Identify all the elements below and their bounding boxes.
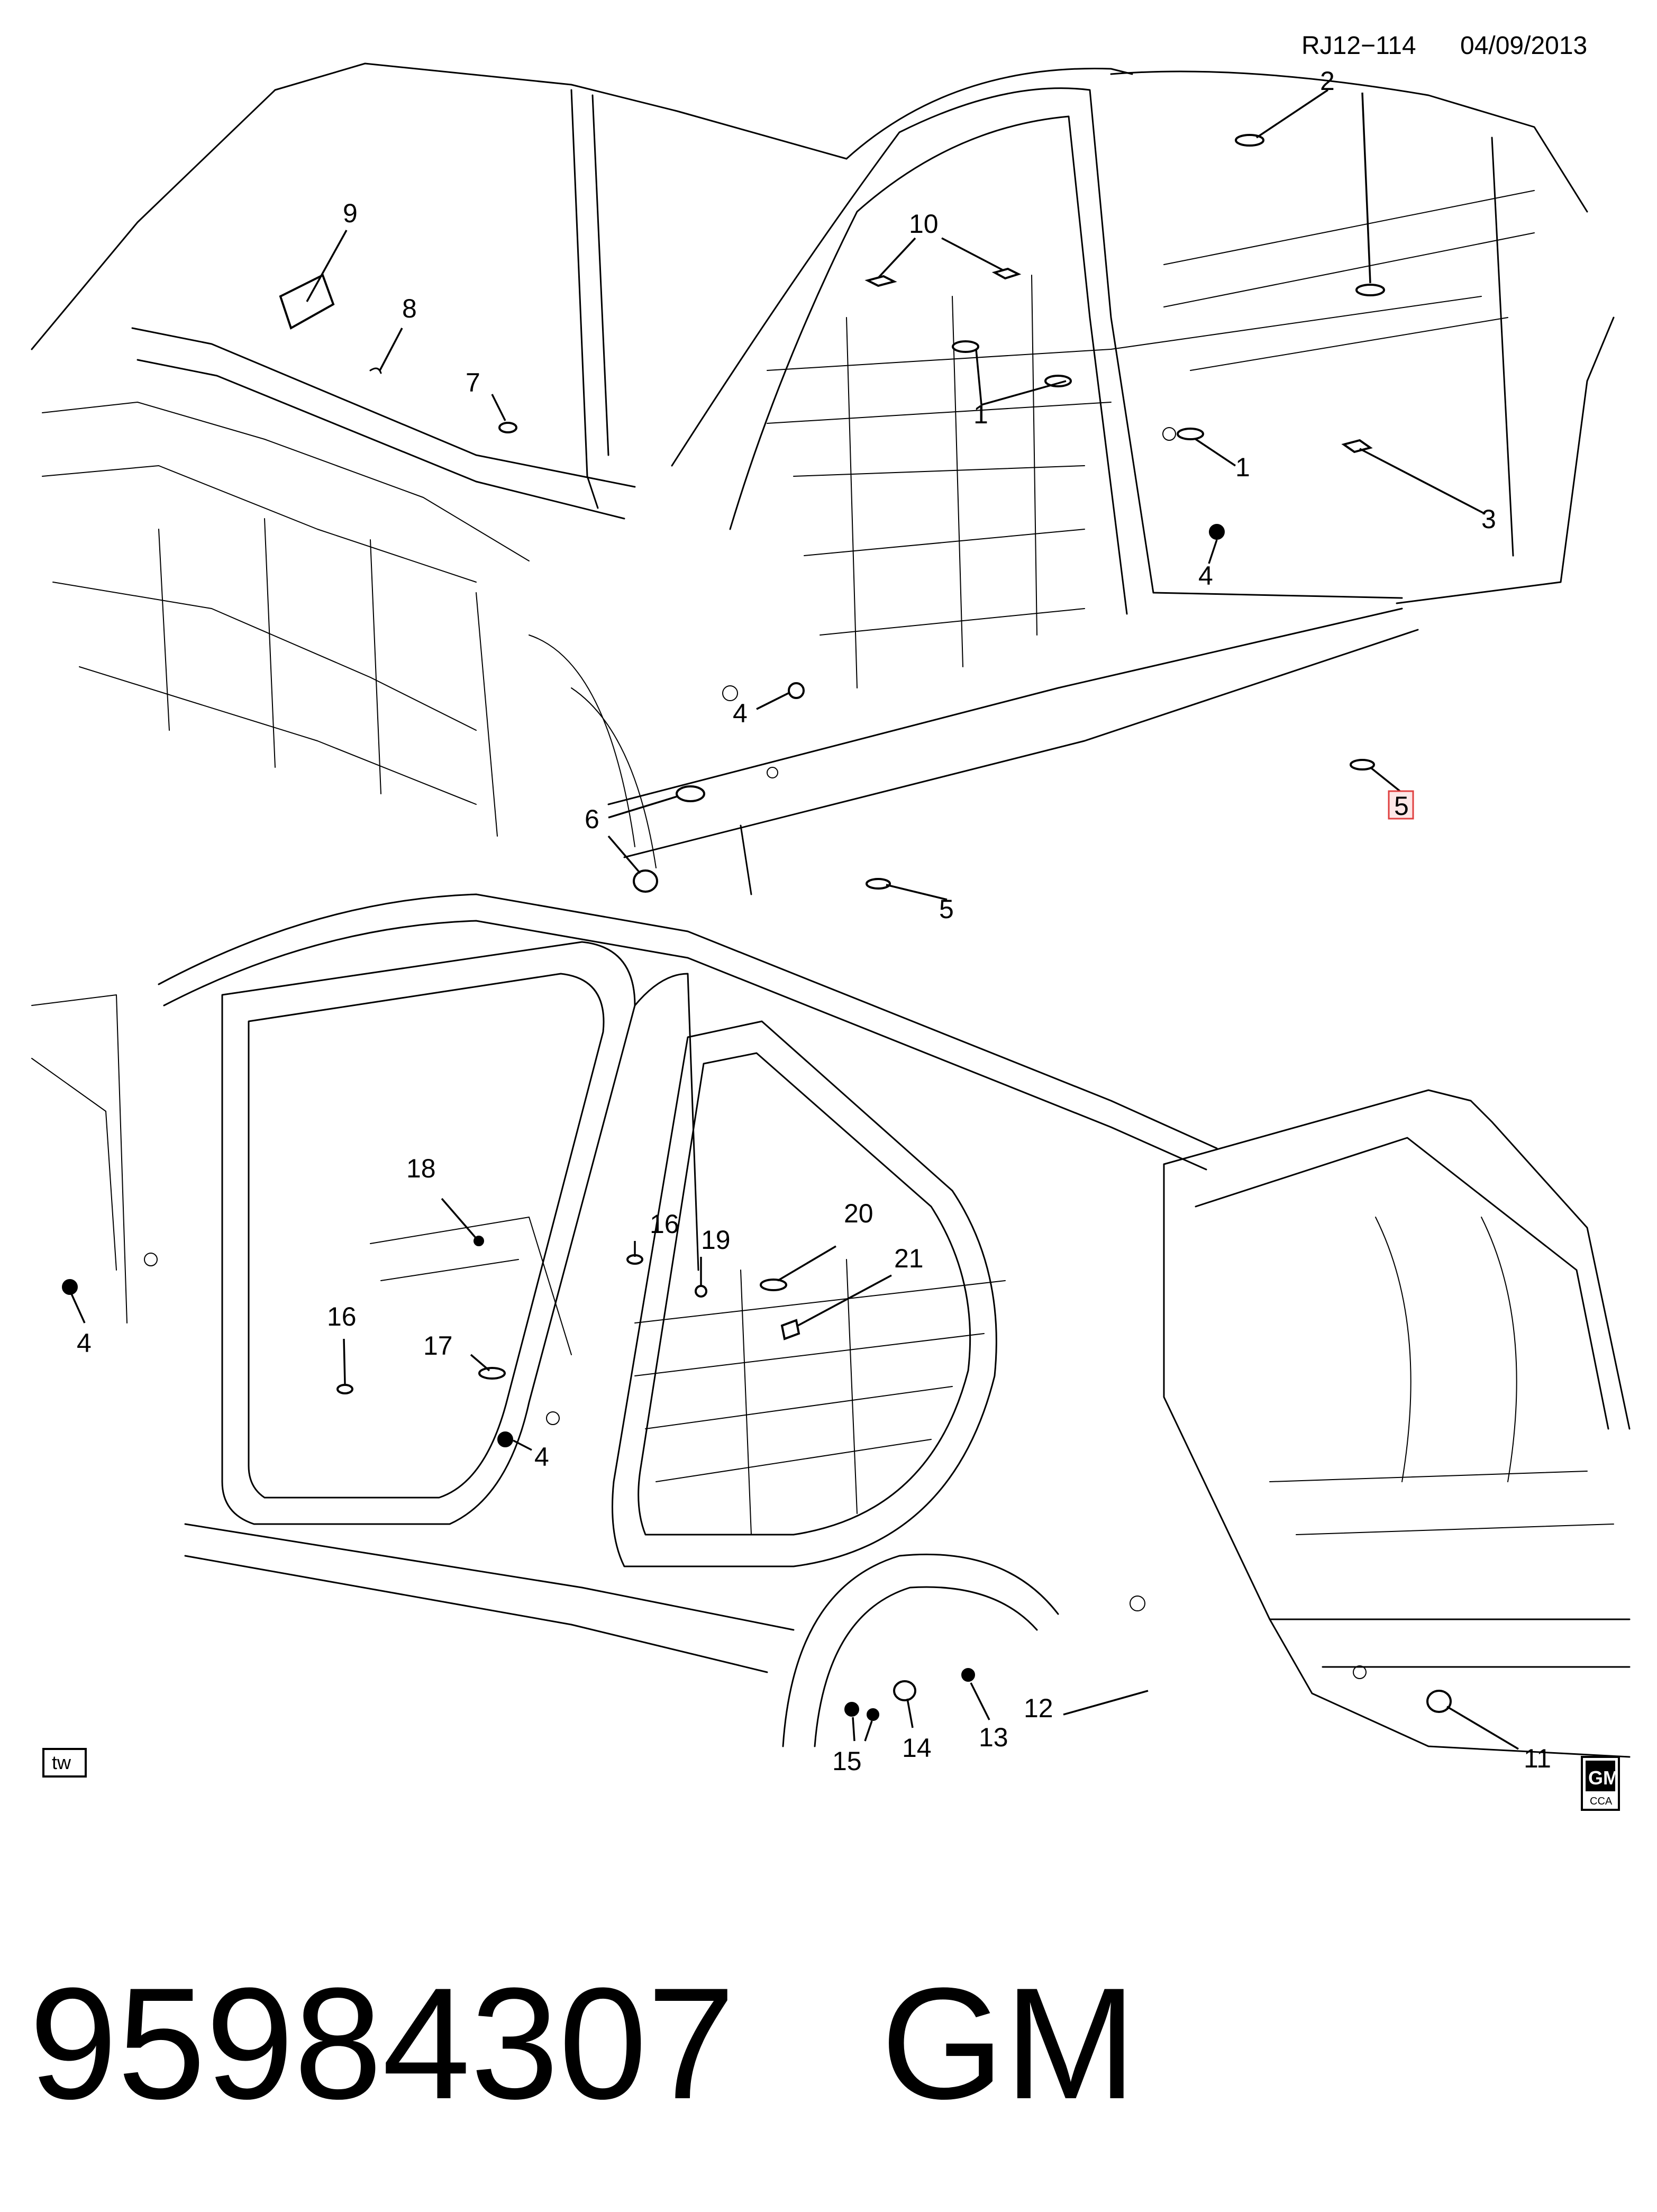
svg-text:CCA: CCA: [1590, 1796, 1613, 1807]
part-number: 95984307: [29, 1954, 735, 2132]
callout-9: 9: [343, 198, 358, 228]
highlight-box: [1388, 790, 1414, 820]
callout-10: 10: [909, 209, 939, 239]
callout-5: 5: [1394, 791, 1409, 821]
upper-parts: [279, 89, 1485, 901]
callout-4: 4: [77, 1328, 92, 1358]
svg-text:GM: GM: [1588, 1767, 1619, 1789]
callout-13: 13: [979, 1723, 1008, 1752]
callout-14: 14: [902, 1733, 932, 1763]
callout-1: 1: [1235, 452, 1250, 482]
svg-text:tw: tw: [52, 1752, 71, 1773]
footer-brand: GM: [881, 1954, 1136, 2132]
callout-3: 3: [1481, 504, 1496, 534]
tw-label: tw: [42, 1748, 87, 1778]
callout-4: 4: [733, 699, 748, 728]
callout-8: 8: [402, 294, 417, 323]
callout-15: 15: [832, 1746, 862, 1776]
doc-date: 04/09/2013: [1460, 32, 1587, 60]
callout-2: 2: [1320, 66, 1335, 96]
callout-20: 20: [844, 1199, 873, 1228]
doc-ref: RJ12−114: [1301, 32, 1416, 60]
callout-7: 7: [466, 368, 480, 397]
lower-parts: [62, 1198, 1519, 1750]
callout-21: 21: [894, 1244, 924, 1273]
callout-18: 18: [406, 1154, 436, 1183]
callout-17: 17: [423, 1331, 453, 1361]
upper-callouts: 1 1 2 3 4 4 5 5 6 7 8 9 10: [343, 66, 1496, 924]
gm-logo: GM CCA: [1581, 1756, 1620, 1811]
lower-callouts: 4 4 11 12 13 14 15 16 16 17 18 19 20 21: [77, 1154, 1551, 1776]
lower-body-illustration: [31, 893, 1631, 1758]
callout-16: 16: [650, 1209, 679, 1239]
callout-1: 1: [973, 400, 988, 429]
callout-19: 19: [701, 1225, 731, 1255]
callout-12: 12: [1024, 1693, 1053, 1723]
callout-5: 5: [939, 894, 954, 924]
callout-11: 11: [1524, 1744, 1551, 1773]
callout-4: 4: [534, 1442, 549, 1472]
upper-body-illustration: [31, 62, 1615, 895]
callout-6: 6: [585, 804, 599, 834]
callout-16: 16: [327, 1302, 357, 1331]
callout-4: 4: [1198, 561, 1213, 591]
